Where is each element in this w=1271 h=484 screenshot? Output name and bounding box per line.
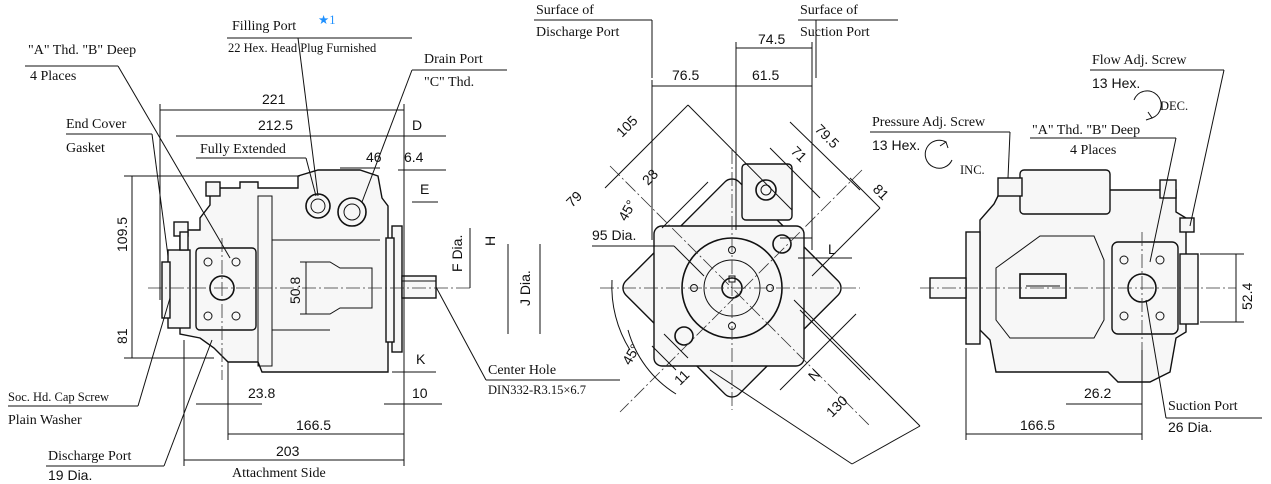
right-thread-label: "A" Thd. "B" Deep	[1032, 123, 1140, 138]
left-discharge-plate	[195, 247, 257, 331]
left-flange-step	[385, 237, 395, 343]
dim-212-5: 212.5	[258, 117, 293, 133]
dim-61-5: 61.5	[752, 67, 779, 83]
dim-H: H	[482, 236, 498, 246]
dim-46: 46	[366, 149, 382, 165]
dim-203: 203	[276, 443, 300, 459]
dim-52-4: 52.4	[1239, 283, 1255, 310]
dim-105: 105	[613, 112, 641, 140]
left-din-label: DIN332-R3.15×6.7	[488, 383, 586, 397]
left-end-plug	[161, 261, 171, 319]
left-filling-note: ★1	[318, 13, 335, 27]
dim-45-top: 45°	[615, 197, 639, 223]
inc-arrow-icon	[924, 139, 953, 169]
left-drain-port-label: Drain Port	[424, 52, 483, 67]
center-surface-suction-1: Surface of	[800, 3, 858, 18]
left-discharge-dia-label: 19 Dia.	[48, 467, 92, 483]
left-end-cover	[167, 249, 191, 329]
dim-26-2: 26.2	[1084, 385, 1111, 401]
dim-166-5-left: 166.5	[296, 417, 331, 433]
dim-130: 130	[823, 392, 851, 420]
dim-76-5: 76.5	[672, 67, 699, 83]
dim-45-bottom: 45°	[619, 341, 643, 367]
left-soc-screw-label: Soc. Hd. Cap Screw	[8, 390, 109, 404]
center-suction-port	[772, 234, 792, 254]
dim-11: 11	[671, 366, 693, 388]
dim-81-center: 81	[870, 181, 892, 203]
left-housing-flange	[257, 195, 273, 367]
left-four-places: 4 Places	[30, 69, 76, 84]
right-nameplate	[1019, 273, 1067, 299]
dim-E: E	[420, 181, 429, 197]
right-pressure-screw-label: Pressure Adj. Screw	[872, 115, 986, 130]
left-side-view: "A" Thd. "B" Deep 4 Places Filling Port …	[8, 13, 620, 483]
center-discharge-port	[674, 326, 694, 346]
dim-28: 28	[639, 166, 661, 188]
dim-50-8: 50.8	[287, 277, 303, 304]
dim-F: F Dia.	[449, 235, 465, 272]
left-drain-port	[337, 197, 367, 227]
dim-71: 71	[788, 143, 810, 165]
right-cover-plate	[995, 235, 1105, 339]
left-discharge-port-label: Discharge Port	[48, 449, 131, 464]
dim-81-left: 81	[114, 328, 130, 344]
dec-arrow-icon	[1133, 90, 1162, 119]
center-surface-suction-2: Suction Port	[800, 25, 870, 40]
center-dia95-label: 95 Dia.	[592, 227, 636, 243]
right-side-view: Flow Adj. Screw 13 Hex. DEC. Pressure Ad…	[870, 53, 1262, 440]
right-control-block	[1019, 169, 1111, 215]
dim-74-5: 74.5	[758, 31, 785, 47]
right-flow-hex-label: 13 Hex.	[1092, 75, 1140, 91]
right-pressure-hex-label: 13 Hex.	[872, 137, 920, 153]
left-drain-thread-label: "C" Thd.	[424, 75, 474, 90]
right-four-places: 4 Places	[1070, 143, 1116, 158]
right-inc-label: INC.	[960, 163, 985, 177]
dim-J: J Dia.	[517, 270, 533, 306]
dim-10: 10	[412, 385, 428, 401]
dim-K: K	[416, 351, 426, 367]
left-end-cover-label: End Cover	[66, 117, 127, 132]
right-suction-port-label: Suction Port	[1168, 399, 1238, 414]
center-surface-discharge-1: Surface of	[536, 3, 594, 18]
dim-79-5: 79.5	[812, 121, 843, 152]
dim-23-8: 23.8	[248, 385, 275, 401]
dim-D: D	[412, 117, 422, 133]
dim-109-5: 109.5	[114, 217, 130, 252]
dim-N: N	[805, 366, 823, 384]
left-attachment-side-label: Attachment Side	[232, 466, 326, 481]
center-surface-discharge-2: Discharge Port	[536, 25, 619, 40]
dim-79: 79	[563, 188, 585, 210]
left-adjust-screw	[205, 181, 221, 197]
left-gasket-label: Gasket	[66, 141, 105, 156]
left-fully-extended-label: Fully Extended	[200, 142, 286, 157]
center-front-view: Surface of Discharge Port Surface of Suc…	[534, 3, 921, 465]
dim-6-4: 6.4	[404, 149, 424, 165]
left-center-hole-label: Center Hole	[488, 363, 556, 378]
left-filling-port-label: Filling Port	[232, 19, 296, 34]
dim-166-5-right: 166.5	[1020, 417, 1055, 433]
left-thread-label: "A" Thd. "B" Deep	[28, 43, 136, 58]
left-plain-washer-label: Plain Washer	[8, 413, 82, 428]
dim-L: L	[828, 241, 836, 257]
left-shaft	[401, 275, 437, 299]
right-suction-dia-label: 26 Dia.	[1168, 419, 1212, 435]
right-dec-label: DEC.	[1160, 99, 1188, 113]
dim-221: 221	[262, 91, 286, 107]
right-flow-screw-label: Flow Adj. Screw	[1092, 53, 1187, 68]
left-hex-plug-label: 22 Hex. Head Plug Furnished	[228, 41, 377, 55]
center-control-block	[741, 163, 793, 221]
